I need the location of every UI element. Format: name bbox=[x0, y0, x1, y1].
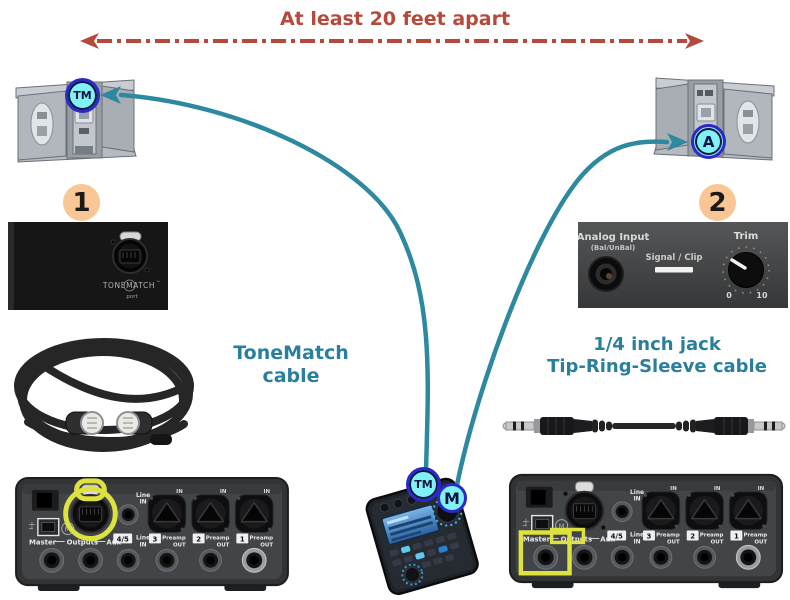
distance-label: At least 20 feet apart bbox=[279, 8, 511, 30]
analog-badge-text: A bbox=[695, 128, 722, 155]
rear-panel-master-highlight bbox=[502, 466, 790, 597]
mixer-lcd-screen bbox=[381, 504, 440, 545]
analog-input-subtitle: (Bal/UnBal) bbox=[591, 244, 636, 252]
tonematch-cable-caption: ToneMatch cable bbox=[200, 342, 382, 388]
tonematch-badge-speaker: TM bbox=[65, 78, 100, 113]
tonematch-output-highlight bbox=[63, 478, 118, 541]
trim-knob bbox=[722, 246, 770, 294]
tonematch-cable-caption-line2: cable bbox=[262, 365, 320, 388]
master-output-highlight bbox=[518, 527, 586, 576]
analog-input-title: Analog Input bbox=[578, 232, 649, 243]
trs-plug-right bbox=[622, 417, 786, 435]
tonematch-badge-text: TM bbox=[409, 470, 438, 499]
distance-arrow bbox=[80, 33, 704, 49]
analog-badge-speaker: A bbox=[691, 124, 726, 159]
signal-clip-led-strip bbox=[655, 267, 693, 273]
port-label: port bbox=[126, 294, 138, 300]
tonematch-cable-coil bbox=[14, 338, 194, 452]
trs-cable-caption-line2: Tip-Ring-Sleeve cable bbox=[547, 355, 767, 377]
trs-cable-caption: 1/4 inch jack Tip-Ring-Sleeve cable bbox=[532, 334, 782, 378]
mixer-buttons bbox=[389, 532, 460, 568]
step-1-marker: 1 bbox=[63, 184, 100, 221]
trim-max-label: 10 bbox=[756, 291, 768, 300]
tonematch-badge-mixer: TM bbox=[406, 467, 441, 502]
trim-min-label: 0 bbox=[726, 291, 732, 300]
tonematch-badge-text: TM bbox=[68, 81, 97, 110]
signal-clip-label: Signal / Clip bbox=[646, 253, 703, 263]
trademark-mark: ™ bbox=[156, 280, 161, 286]
trs-cable-photo bbox=[502, 417, 786, 435]
step-2-marker: 2 bbox=[699, 184, 736, 221]
tonematch-brand-label: TONEMATCH bbox=[102, 281, 155, 290]
trim-label: Trim bbox=[734, 231, 759, 242]
master-badge-mixer: M bbox=[437, 483, 467, 513]
analog-input-jack bbox=[588, 256, 624, 292]
trs-cable-caption-line1: 1/4 inch jack bbox=[593, 334, 721, 355]
tonematch-cable-caption-line1: ToneMatch bbox=[233, 342, 349, 364]
analog-input-panel: Analog Input (Bal/UnBal) Signal / Clip T… bbox=[578, 222, 788, 308]
tonematch-port-panel: TONEMATCH ™ port bbox=[8, 222, 168, 310]
rear-panel-tonematch-highlight bbox=[8, 470, 296, 599]
